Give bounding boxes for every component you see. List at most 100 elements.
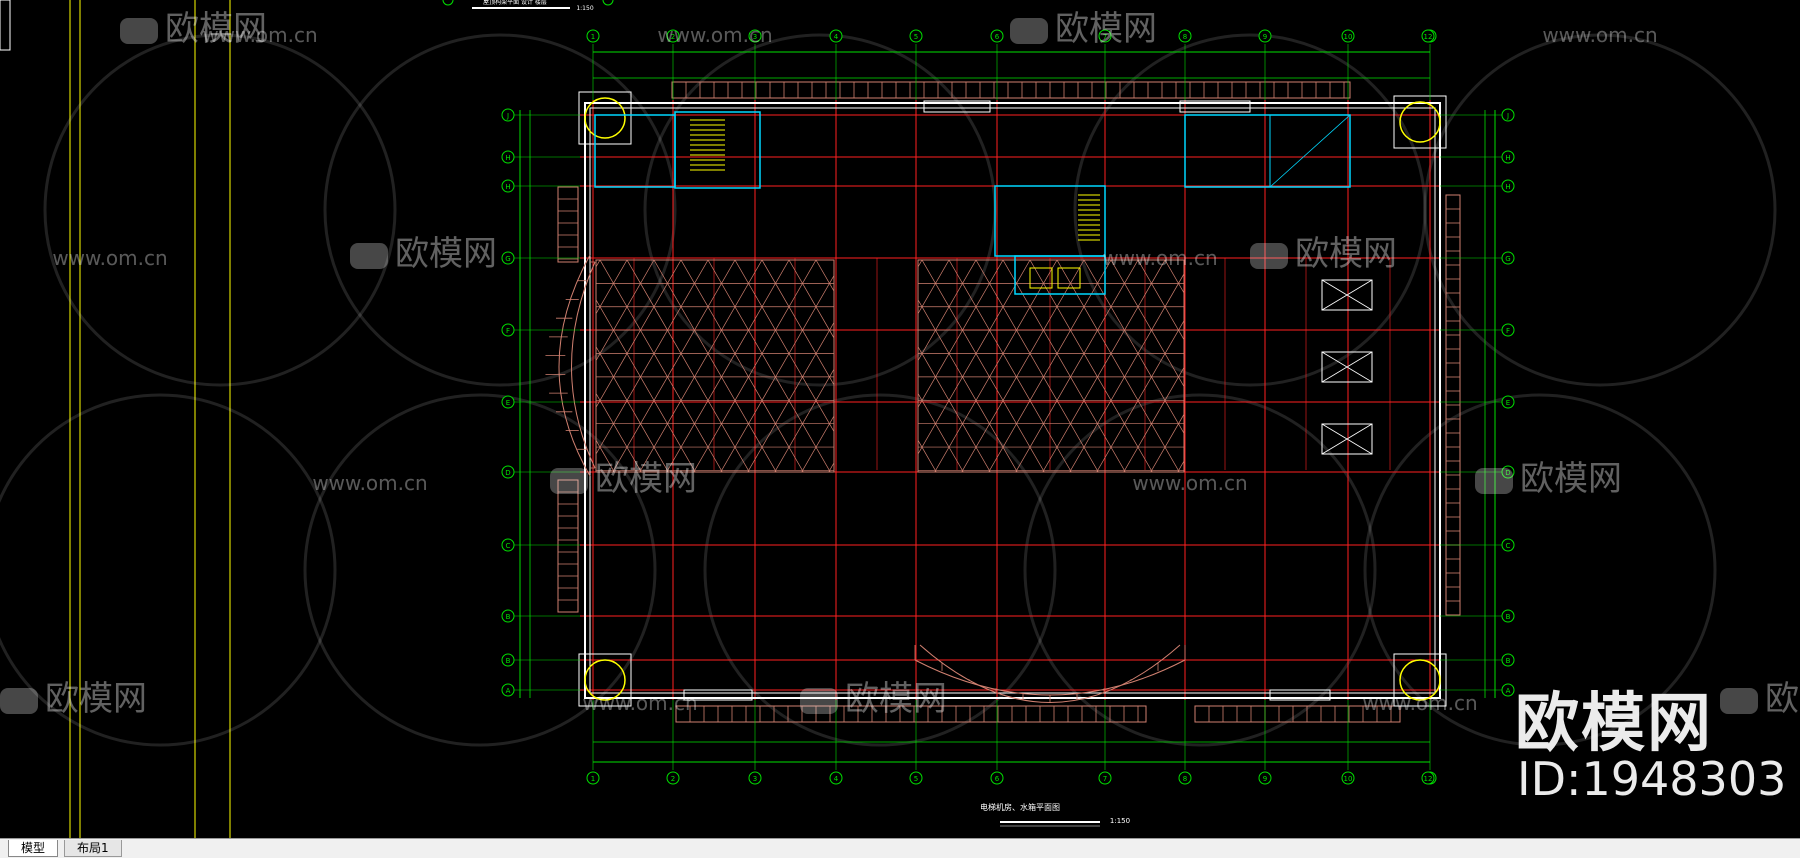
axis-label-row: C (506, 542, 511, 550)
watermark-id: ID:1948303 (1517, 752, 1787, 806)
watermark-circle (643, 33, 997, 387)
watermark-site-text: www.om.cn (657, 23, 772, 47)
axis-bubble (501, 465, 515, 479)
axis-bubble (748, 771, 762, 785)
axis-label-column: 4 (834, 33, 839, 41)
vent-opening (923, 100, 991, 113)
drawing-scale: 1:150 (1110, 817, 1130, 825)
axis-bubble (501, 683, 515, 697)
watermark-site-text: www.om.cn (312, 471, 427, 495)
axis-bubble (501, 108, 515, 122)
axis-bubble (1421, 29, 1435, 43)
parapet-left-lower (557, 479, 579, 613)
inner-wall (589, 107, 1436, 694)
arc-bottom-outer (919, 644, 1181, 703)
axis-bubble (909, 771, 923, 785)
axis-label-column: 7 (1103, 775, 1107, 783)
axis-bubble (1178, 771, 1192, 785)
axis-label-row: B (506, 657, 511, 665)
parapet-bottom-right (1194, 705, 1401, 723)
watermark-sofa-icon (0, 688, 38, 714)
parapet-top (671, 81, 1351, 99)
floor-plan-drawing[interactable]: 112233445566778899101011111212JJHHHHGGFF… (0, 0, 1800, 838)
axis-bubble (586, 29, 600, 43)
watermark-sofa-icon (1475, 468, 1513, 494)
axis-bubble (666, 29, 680, 43)
axis-bubble (501, 179, 515, 193)
axis-label-column: 8 (1183, 33, 1187, 41)
corner-column-box (1393, 95, 1447, 149)
tab-layout1[interactable]: 布局1 (64, 840, 122, 857)
equipment-box (1321, 423, 1373, 455)
watermark-site-text: www.om.cn (1362, 691, 1477, 715)
axis-bubble (1501, 179, 1515, 193)
axis-bubble (1501, 538, 1515, 552)
axis-label-row: H (505, 154, 510, 162)
axis-label-column: 5 (914, 775, 918, 783)
watermark-brand-text: 欧模网 (1055, 9, 1157, 49)
axis-label-row: J (506, 112, 509, 120)
axis-label-column: 6 (995, 775, 1000, 783)
top-drawing-title: 屋顶构架平面 设计 楼层 (483, 0, 547, 6)
axis-label-column: 7 (1103, 33, 1107, 41)
watermark-circle (0, 393, 337, 747)
corner-column-circle (1399, 659, 1441, 701)
vent-opening (1269, 689, 1331, 701)
axis-bubble (1501, 251, 1515, 265)
axis-label-row: E (1506, 399, 1510, 407)
elevator-shaft (1014, 255, 1106, 295)
axis-label-row: F (1506, 327, 1510, 335)
layout-tab-bar: 模型 布局1 (0, 838, 1800, 858)
axis-bubble (1098, 771, 1112, 785)
axis-label-row: C (1506, 542, 1511, 550)
corner-column-box (1393, 653, 1447, 707)
vent-opening (683, 689, 753, 701)
watermark-site-text: www.om.cn (582, 691, 697, 715)
watermark-brand-text: 欧模网 (165, 9, 267, 49)
axis-bubble (1501, 395, 1515, 409)
axis-label-column: 9 (1263, 775, 1267, 783)
axis-label-column: 10 (1344, 775, 1353, 783)
watermark-sofa-icon (1720, 688, 1758, 714)
watermark-sofa-icon (350, 243, 388, 269)
watermark-brand-text: 欧模网 (595, 459, 697, 499)
axis-bubble (442, 0, 454, 6)
watermark-sofa-icon (1010, 18, 1048, 44)
axis-label-column: 1 (591, 775, 595, 783)
axis-bubble (748, 29, 762, 43)
axis-bubble (1098, 29, 1112, 43)
top-drawing-scale: 1:150 (576, 5, 593, 12)
axis-bubble (501, 538, 515, 552)
arc-balcony-inner (571, 261, 596, 469)
watermark-site-text: www.om.cn (52, 246, 167, 270)
axis-label-column: 12 (1424, 33, 1433, 41)
watermark-circle (703, 393, 1057, 747)
axis-bubble (1501, 150, 1515, 164)
tab-model[interactable]: 模型 (8, 840, 59, 857)
cad-drawing-canvas[interactable]: 112233445566778899101011111212JJHHHHGGFF… (0, 0, 1800, 838)
axis-bubble (666, 771, 680, 785)
axis-bubble (1341, 29, 1355, 43)
watermark-site-text: www.om.cn (1542, 23, 1657, 47)
axis-bubble (829, 771, 843, 785)
axis-label-column: 9 (1263, 33, 1267, 41)
elevator-car (1057, 267, 1081, 289)
watermark-circle (1023, 393, 1377, 747)
watermark-circle (323, 33, 677, 387)
axis-label-column: 2 (671, 33, 675, 41)
parapet-bottom (675, 705, 1147, 723)
equipment-cross (1321, 351, 1373, 383)
watermark-circle (303, 393, 657, 747)
axis-bubble (829, 29, 843, 43)
axis-bubble (1501, 465, 1515, 479)
arc-balcony-outer (558, 254, 591, 477)
watermark-brand-text: 欧模网 (1520, 459, 1622, 499)
corner-column-circle (584, 97, 626, 139)
axis-label-column: 4 (834, 775, 839, 783)
axis-bubble (586, 771, 600, 785)
equipment-cross (1321, 279, 1373, 311)
axis-label-row: G (1505, 255, 1510, 263)
stair-core (674, 111, 761, 189)
axis-bubble (1501, 683, 1515, 697)
axis-label-column: 1 (591, 33, 595, 41)
